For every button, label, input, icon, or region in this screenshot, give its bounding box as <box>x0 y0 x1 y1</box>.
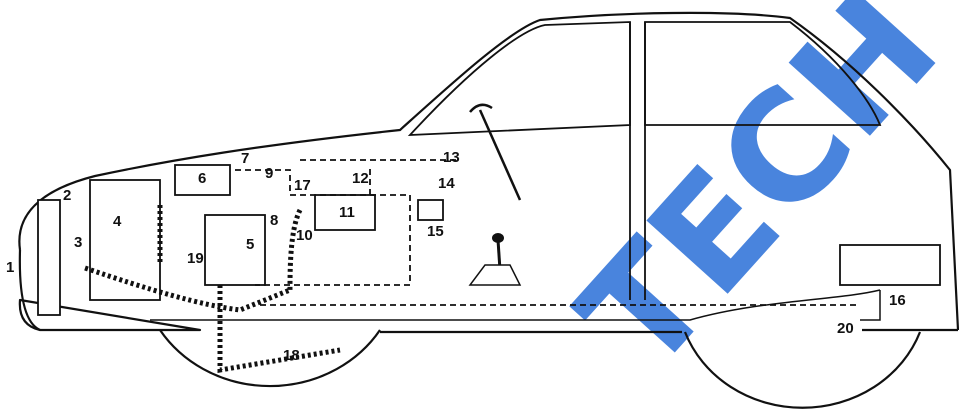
control-unit <box>314 194 376 231</box>
radiator <box>37 199 61 316</box>
callout-16: 16 <box>889 292 906 309</box>
callout-10: 10 <box>296 227 313 244</box>
callout-9: 9 <box>265 165 273 182</box>
coolant-hoses <box>84 205 341 373</box>
engine-components <box>37 164 941 316</box>
front-wheel-arch <box>159 329 381 388</box>
callout-6: 6 <box>198 170 206 187</box>
callout-8: 8 <box>270 212 278 229</box>
callout-3: 3 <box>74 234 82 251</box>
callout-17: 17 <box>294 177 311 194</box>
steering-wheel <box>469 103 522 201</box>
callout-11: 11 <box>339 204 355 221</box>
car-body-outline <box>18 11 959 334</box>
gear-lever <box>468 233 522 286</box>
wiring-harness <box>235 159 860 306</box>
callout-19: 19 <box>187 250 204 267</box>
callout-4: 4 <box>113 213 122 230</box>
heater-unit <box>204 214 266 286</box>
callout-12: 12 <box>352 170 369 187</box>
callout-20: 20 <box>837 320 854 337</box>
callout-5: 5 <box>246 236 254 253</box>
callout-18: 18 <box>283 347 300 364</box>
rear-wheel-arch <box>683 331 922 409</box>
callout-2: 2 <box>63 187 71 204</box>
fuel-line <box>150 289 881 321</box>
engine-block <box>89 179 161 301</box>
watermark-text: TECH <box>547 0 959 404</box>
front-window <box>407 21 631 136</box>
wheel-arches <box>159 329 922 409</box>
callout-labels: 1 2 3 4 5 6 7 8 9 10 11 12 13 14 15 16 1… <box>6 149 906 364</box>
callout-1: 1 <box>6 259 14 276</box>
callout-7: 7 <box>241 150 249 167</box>
callout-14: 14 <box>438 175 455 192</box>
timer-switch <box>417 199 444 221</box>
windows <box>407 21 882 300</box>
callout-15: 15 <box>427 223 444 240</box>
fuel-tank <box>839 244 941 286</box>
battery <box>174 164 231 196</box>
rear-window <box>644 21 882 126</box>
callout-13: 13 <box>443 149 460 166</box>
